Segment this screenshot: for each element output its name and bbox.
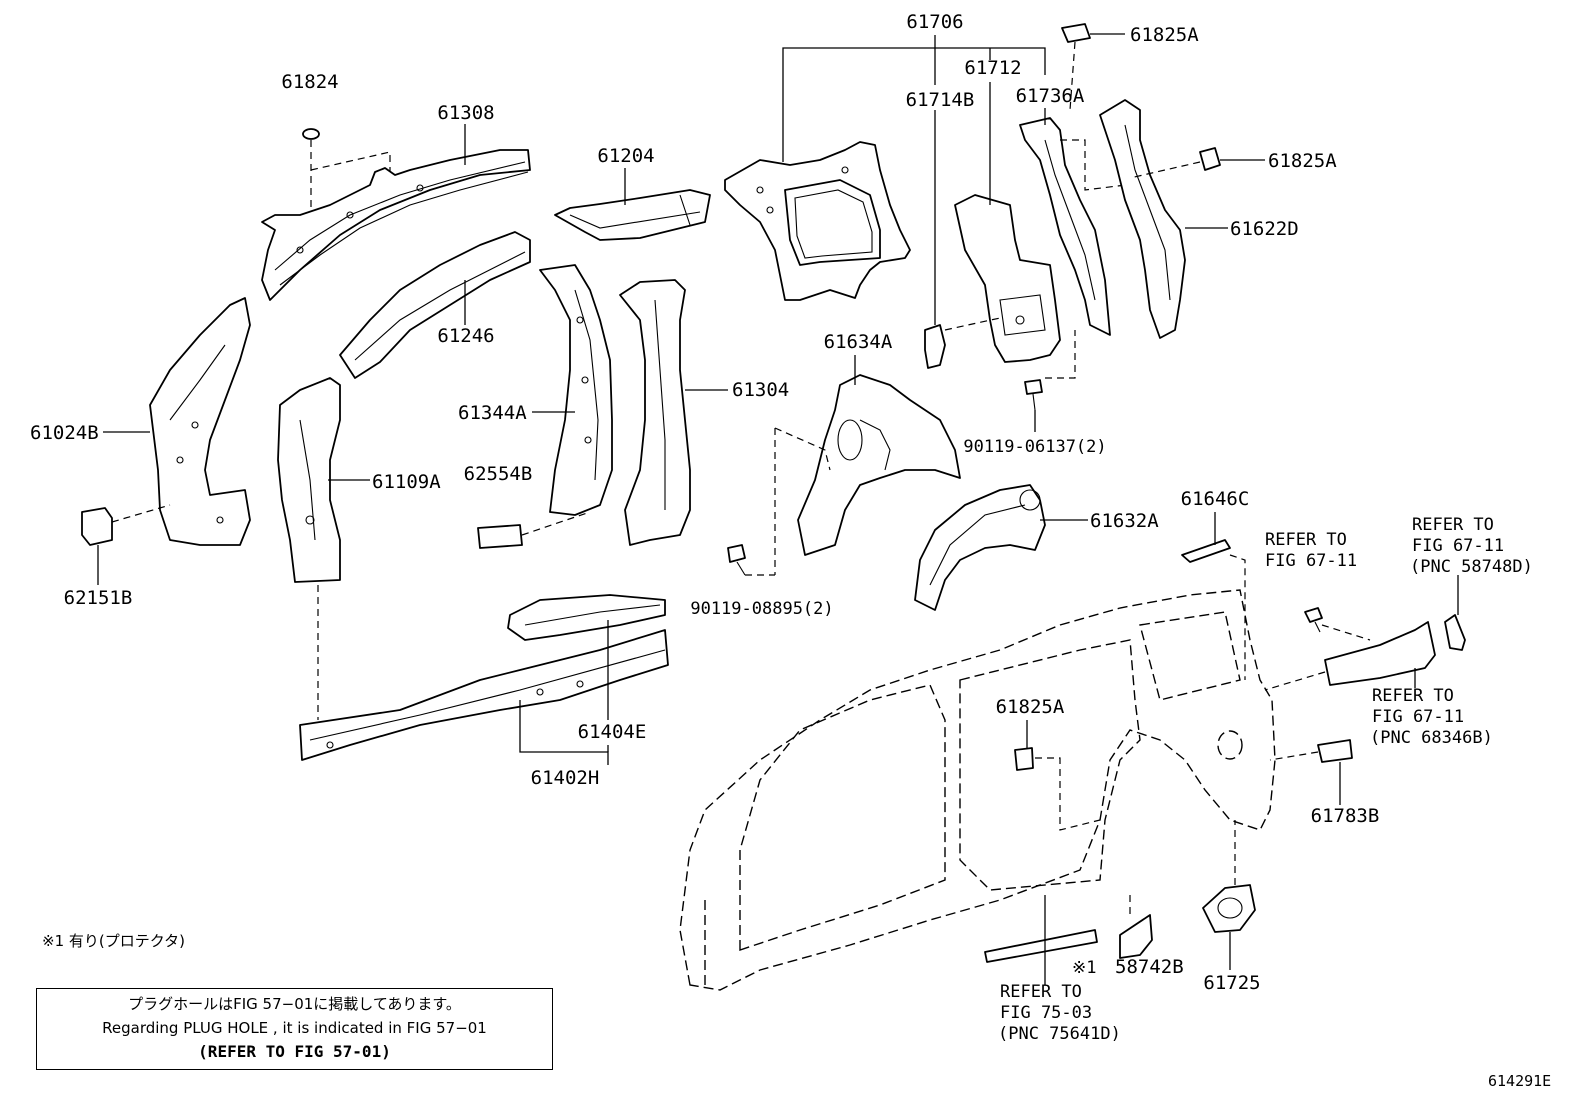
svg-text:(PNC 58748D): (PNC 58748D): [1410, 557, 1533, 577]
part-61706-shape: [724, 141, 911, 301]
label-61824: 61824: [281, 71, 338, 93]
refer-fig-67-11-pnc-58748d: REFER TO FIG 67-11 (PNC 58748D): [1410, 515, 1533, 577]
svg-text:FIG 67-11: FIG 67-11: [1372, 707, 1464, 727]
part-61714B-shape: [924, 324, 946, 369]
footnote-protector: ※1 有り(プロテクタ): [42, 932, 185, 950]
svg-text:FIG 67-11: FIG 67-11: [1265, 551, 1357, 571]
svg-text:FIG 75-03: FIG 75-03: [1000, 1003, 1092, 1023]
label-90119-06137: 90119-06137(2): [963, 437, 1106, 457]
svg-text:REFER TO: REFER TO: [1372, 686, 1454, 706]
part-61783B-shape: [1317, 739, 1353, 763]
label-mark-1: ※1: [1072, 958, 1096, 978]
label-61304: 61304: [732, 379, 789, 401]
part-62151B-shape: [81, 507, 113, 546]
part-58748D-shape: [1444, 614, 1466, 651]
label-61246: 61246: [437, 325, 494, 347]
part-61344A-shape: [539, 264, 613, 516]
plug-hole-note: プラグホールはFIG 57−01に掲載してあります。 Regarding PLU…: [36, 988, 553, 1070]
part-61109A-shape: [277, 377, 341, 583]
note-japanese: プラグホールはFIG 57−01に掲載してあります。: [128, 995, 461, 1013]
part-61622D-shape: [1099, 99, 1186, 339]
label-61024B: 61024B: [30, 422, 99, 444]
part-62554B-shape: [477, 524, 523, 549]
part-61825A-right-shape: [1199, 147, 1221, 171]
rocker-molding-shape: [984, 929, 1098, 963]
note-reference: (REFER TO FIG 57-01): [198, 1042, 391, 1061]
part-61308-shape: [261, 149, 531, 301]
part-61246-shape: [339, 231, 531, 379]
label-61725: 61725: [1203, 972, 1260, 994]
label-61402H: 61402H: [531, 767, 600, 789]
side-body-outer-shape: [679, 589, 1276, 991]
clip-screw-shape: [1304, 607, 1323, 633]
label-61308: 61308: [437, 102, 494, 124]
part-61825A-top-shape: [1061, 23, 1091, 43]
part-58742B-shape: [1119, 914, 1153, 959]
label-61712: 61712: [964, 57, 1021, 79]
label-61404E: 61404E: [578, 721, 647, 743]
part-61404E-shape: [507, 594, 666, 641]
label-61825A-lower: 61825A: [996, 696, 1065, 718]
part-61736A-shape: [1019, 117, 1111, 336]
part-61402H-shape: [299, 629, 669, 761]
refer-fig-67-11-pnc-68346b: REFER TO FIG 67-11 (PNC 68346B): [1370, 686, 1493, 748]
label-61646C: 61646C: [1181, 488, 1250, 510]
svg-text:(PNC 75641D): (PNC 75641D): [998, 1024, 1121, 1044]
label-62554B: 62554B: [464, 463, 533, 485]
label-61634A: 61634A: [824, 331, 893, 353]
label-61109A: 61109A: [372, 471, 441, 493]
label-61736A: 61736A: [1016, 85, 1085, 107]
label-61825A-top: 61825A: [1130, 24, 1199, 46]
label-61706: 61706: [906, 11, 963, 33]
part-61304-shape: [619, 279, 691, 546]
label-61783B: 61783B: [1311, 805, 1380, 827]
part-90119-06137-shape: [1024, 379, 1043, 411]
svg-text:REFER TO: REFER TO: [1265, 530, 1347, 550]
refer-fig-75-03-pnc-75641d: REFER TO FIG 75-03 (PNC 75641D): [998, 982, 1121, 1044]
part-61712-shape: [954, 194, 1061, 363]
part-61024B-shape: [149, 297, 251, 546]
refer-fig-67-11-a: REFER TO FIG 67-11: [1265, 530, 1357, 571]
part-61646C-shape: [1181, 539, 1231, 563]
note-english: Regarding PLUG HOLE , it is indicated in…: [102, 1019, 487, 1037]
part-90119-08895-shape: [727, 544, 746, 576]
part-61634A-shape: [797, 374, 961, 556]
label-62151B: 62151B: [64, 587, 133, 609]
label-58742B: 58742B: [1115, 956, 1184, 978]
svg-text:REFER TO: REFER TO: [1000, 982, 1082, 1002]
label-90119-08895: 90119-08895(2): [690, 599, 833, 619]
label-61622D: 61622D: [1230, 218, 1299, 240]
label-61632A: 61632A: [1090, 510, 1159, 532]
label-61714B: 61714B: [906, 89, 975, 111]
garnish-68346B-shape: [1324, 621, 1436, 686]
part-61824-shape: [302, 128, 320, 140]
svg-text:(PNC 68346B): (PNC 68346B): [1370, 728, 1493, 748]
svg-text:REFER TO: REFER TO: [1412, 515, 1494, 535]
label-61204: 61204: [597, 145, 654, 167]
part-61725-shape: [1202, 884, 1256, 933]
figure-id: 614291E: [1488, 1072, 1552, 1090]
svg-text:FIG 67-11: FIG 67-11: [1412, 536, 1504, 556]
part-61632A-shape: [914, 484, 1046, 611]
part-61825A-lower-shape: [1014, 747, 1034, 771]
label-61825A-right: 61825A: [1268, 150, 1337, 172]
label-61344A: 61344A: [458, 402, 527, 424]
part-61204-shape: [554, 189, 711, 241]
